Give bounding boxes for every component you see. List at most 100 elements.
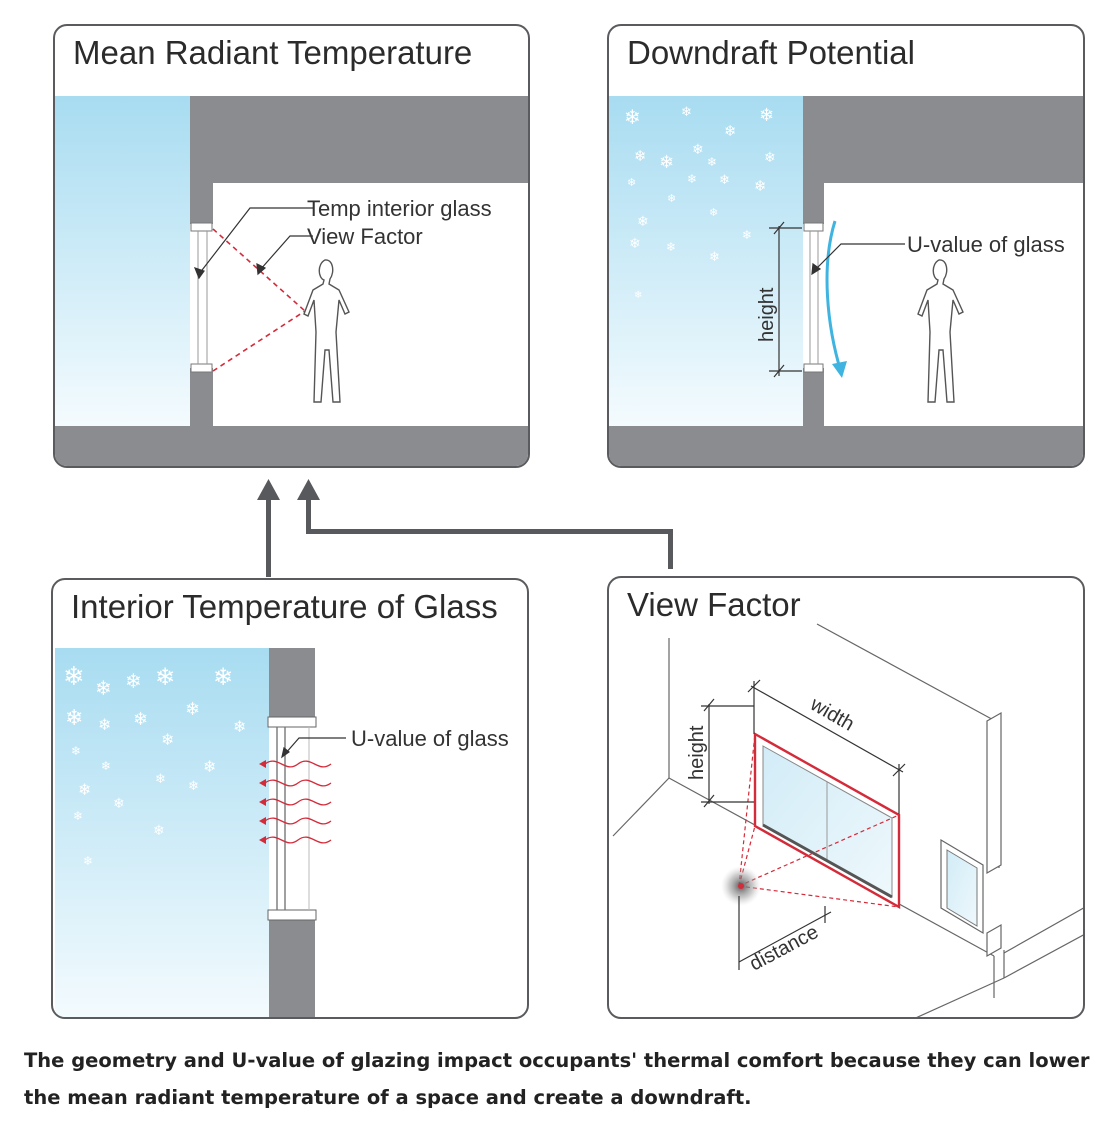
downdraft-illustration: ❄❄ ❄❄ ❄❄ ❄❄ ❄❄ ❄❄ ❄❄ ❄❄ ❄❄ ❄❄ ❄ height: [609, 96, 1083, 466]
interior-label-u-value: U-value of glass: [351, 726, 509, 751]
downdraft-arrowhead: [832, 361, 847, 378]
svg-text:❄: ❄: [161, 730, 174, 749]
svg-text:❄: ❄: [687, 172, 697, 186]
arrow-left-head: [257, 479, 280, 500]
view-factor-label-width: width: [806, 693, 858, 736]
svg-text:❄: ❄: [629, 236, 641, 252]
svg-text:❄: ❄: [73, 809, 83, 823]
view-factor-illustration: width height distance: [612, 623, 1083, 1017]
mrt-label-view-factor: View Factor: [307, 224, 423, 249]
svg-text:❄: ❄: [185, 699, 200, 720]
svg-text:❄: ❄: [63, 662, 85, 692]
downdraft-snowflakes: ❄❄ ❄❄ ❄❄ ❄❄ ❄❄ ❄❄ ❄❄ ❄❄ ❄❄ ❄❄ ❄: [624, 105, 776, 301]
svg-text:❄: ❄: [709, 206, 718, 219]
downdraft-leader-line: [811, 243, 905, 276]
svg-text:❄: ❄: [203, 757, 216, 776]
downdraft-window-head: [803, 222, 824, 232]
svg-text:❄: ❄: [125, 669, 142, 693]
svg-text:❄: ❄: [98, 715, 111, 734]
interior-exterior-sky: [55, 648, 269, 1017]
interior-leader-line: [281, 737, 346, 759]
interior-heat-waves: [264, 760, 332, 844]
side-window: [940, 838, 984, 935]
svg-text:❄: ❄: [667, 192, 676, 205]
main-window: [753, 731, 901, 910]
svg-text:❄: ❄: [95, 676, 112, 700]
svg-text:❄: ❄: [65, 706, 83, 731]
svg-text:❄: ❄: [719, 173, 730, 188]
mrt-exterior-sky: [55, 96, 190, 426]
interior-wall-lower: [269, 920, 315, 1017]
svg-text:❄: ❄: [759, 105, 774, 126]
mrt-person-icon: [303, 259, 350, 403]
svg-text:❄: ❄: [637, 214, 649, 230]
downdraft-window-sill: [803, 363, 824, 373]
mrt-label-temp-interior-glass: Temp interior glass: [307, 196, 492, 221]
height-dimension: [701, 698, 754, 808]
view-factor-label-height: height: [686, 725, 708, 780]
panel-interior-temperature-of-glass: ❄❄ ❄❄ ❄❄ ❄❄ ❄❄ ❄❄ ❄❄ ❄❄ ❄❄ ❄❄ ❄: [51, 578, 529, 1019]
panel-view-factor: width height distance View Factor: [607, 576, 1085, 1019]
svg-text:❄: ❄: [754, 177, 767, 195]
svg-text:❄: ❄: [709, 250, 720, 265]
svg-text:❄: ❄: [233, 717, 246, 736]
mrt-floor-slab: [55, 426, 528, 466]
arrow-right-connector-v: [668, 529, 673, 569]
svg-text:❄: ❄: [101, 759, 111, 773]
arrow-right-head: [297, 479, 320, 500]
arrow-right-connector-h: [306, 529, 673, 534]
interior-wall-upper: [269, 648, 315, 718]
svg-text:❄: ❄: [188, 779, 199, 794]
svg-text:❄: ❄: [213, 663, 233, 691]
panel-mean-radiant-temperature: Temp interior glass View Factor Mean Rad…: [53, 24, 530, 468]
svg-text:❄: ❄: [634, 290, 642, 301]
interior-snowflakes: ❄❄ ❄❄ ❄❄ ❄❄ ❄❄ ❄❄ ❄❄ ❄❄ ❄❄ ❄❄ ❄: [63, 662, 246, 868]
interior-illustration: ❄❄ ❄❄ ❄❄ ❄❄ ❄❄ ❄❄ ❄❄ ❄❄ ❄❄ ❄❄ ❄: [55, 648, 509, 1017]
wall-pier-side: [986, 711, 1002, 875]
svg-text:❄: ❄: [153, 823, 165, 839]
distance-dimension: [738, 896, 832, 970]
mrt-window-sill: [190, 363, 213, 373]
svg-text:❄: ❄: [155, 772, 166, 787]
downdraft-height-dimension: [769, 221, 802, 378]
svg-text:❄: ❄: [681, 105, 692, 120]
svg-text:❄: ❄: [78, 780, 91, 799]
svg-text:❄: ❄: [692, 142, 704, 158]
svg-text:❄: ❄: [83, 854, 93, 868]
svg-text:❄: ❄: [155, 663, 175, 691]
interior-window-sill: [267, 909, 317, 921]
downdraft-label-height: height: [756, 287, 778, 342]
svg-text:❄: ❄: [634, 147, 647, 165]
svg-text:❄: ❄: [666, 240, 676, 254]
downdraft-label-u-value: U-value of glass: [907, 232, 1065, 257]
panel-title-mean-radiant-temperature: Mean Radiant Temperature: [73, 34, 473, 71]
wall-pier-lower-side: [986, 923, 1002, 958]
downdraft-wall-lower: [803, 368, 824, 428]
panel-title-view-factor: View Factor: [627, 586, 801, 623]
downdraft-person-icon: [917, 259, 964, 403]
svg-text:❄: ❄: [707, 155, 717, 169]
mrt-illustration: Temp interior glass View Factor: [55, 96, 528, 466]
svg-text:❄: ❄: [624, 105, 641, 129]
figure-caption: The geometry and U-value of glazing impa…: [24, 1049, 1090, 1109]
panel-title-downdraft-potential: Downdraft Potential: [627, 34, 915, 71]
svg-text:❄: ❄: [71, 744, 81, 758]
svg-text:❄: ❄: [742, 228, 752, 242]
svg-text:❄: ❄: [627, 176, 636, 189]
panel-title-interior-temperature-of-glass: Interior Temperature of Glass: [71, 588, 498, 625]
mrt-leader-lines: [193, 207, 313, 280]
mrt-window-head: [190, 222, 213, 232]
svg-text:❄: ❄: [724, 122, 737, 140]
mrt-view-factor-lines: [212, 228, 306, 372]
width-dimension: [747, 679, 906, 814]
svg-text:❄: ❄: [764, 150, 776, 166]
interior-heat-wave-arrowheads: [259, 760, 266, 844]
arrow-left-shaft: [266, 495, 271, 577]
svg-text:❄: ❄: [113, 796, 125, 812]
view-factor-label-distance: distance: [746, 921, 822, 975]
arrow-right-shaft: [306, 495, 311, 533]
mrt-wall-lower: [190, 368, 213, 428]
interior-window-head: [267, 716, 317, 728]
downdraft-wall: [803, 96, 1083, 224]
downdraft-airflow-arrow: [825, 220, 843, 373]
